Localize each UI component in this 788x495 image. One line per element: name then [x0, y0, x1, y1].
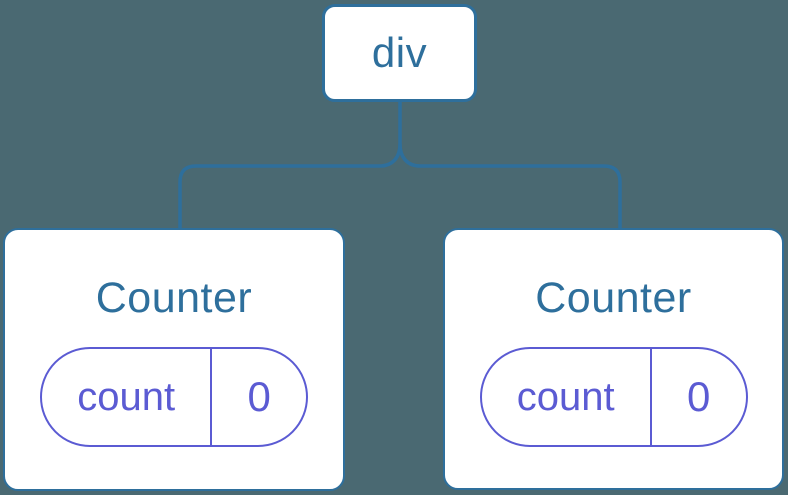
state-value: 0	[247, 373, 271, 420]
component-title: Counter	[535, 274, 692, 322]
counter-card-right: Counter count 0	[443, 228, 784, 490]
state-pill: count 0	[479, 347, 748, 447]
state-key-label: count	[482, 349, 652, 445]
connector-left-branch	[178, 102, 402, 229]
state-value: 0	[686, 373, 711, 420]
tree-root-node: div	[322, 4, 477, 102]
root-node-label: div	[371, 29, 428, 76]
counter-card-left: Counter count 0	[3, 228, 345, 491]
connector-right-branch	[398, 143, 622, 229]
state-pill: count 0	[40, 347, 308, 447]
state-key-label: count	[42, 349, 213, 445]
component-title: Counter	[95, 274, 253, 322]
